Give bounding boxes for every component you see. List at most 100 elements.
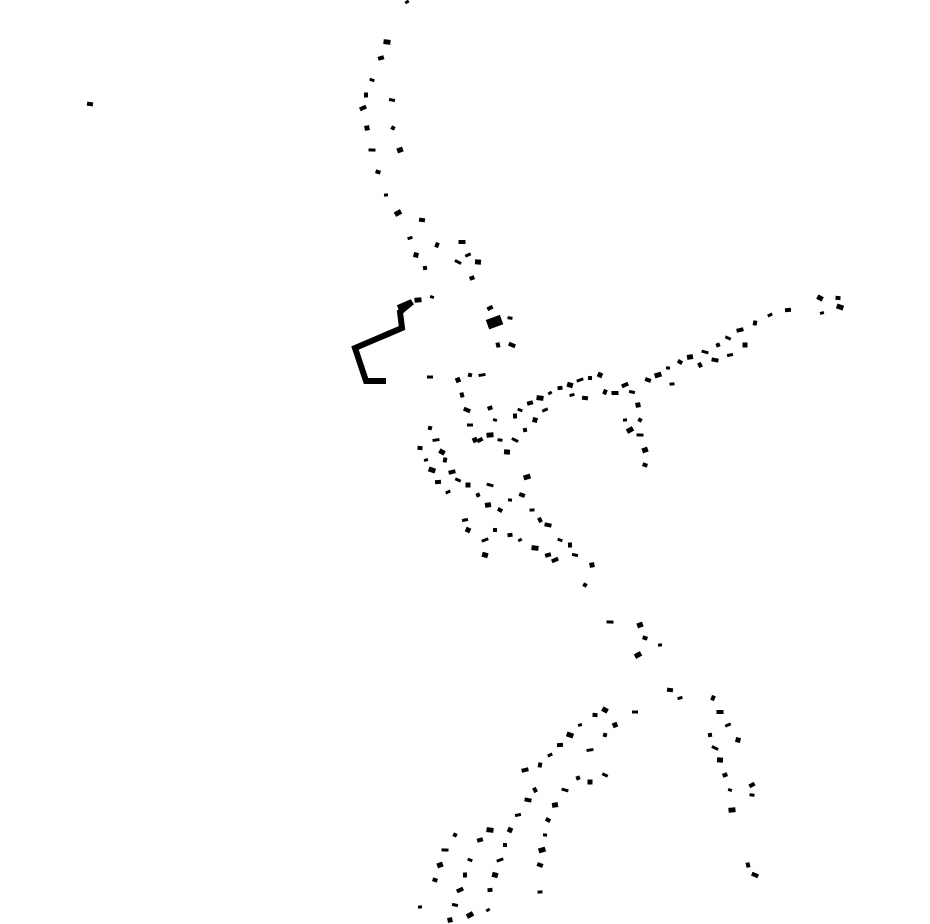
building (586, 747, 594, 753)
building (454, 477, 462, 483)
building (417, 445, 423, 451)
building (625, 426, 635, 434)
building (485, 314, 504, 330)
building (724, 335, 732, 341)
building (465, 911, 475, 919)
building (495, 342, 501, 348)
building (711, 745, 719, 751)
building (532, 786, 538, 794)
building (486, 405, 494, 411)
building (665, 366, 671, 370)
building (666, 687, 674, 693)
building (547, 752, 553, 758)
building (582, 582, 588, 588)
building (748, 781, 756, 789)
building (636, 621, 644, 629)
building (835, 295, 841, 301)
building (418, 217, 426, 223)
building (711, 357, 719, 363)
building (487, 887, 493, 893)
building (686, 354, 694, 360)
building (427, 425, 433, 431)
building (566, 381, 574, 389)
building (544, 522, 552, 528)
building (557, 385, 563, 391)
building (481, 537, 489, 543)
building (390, 125, 396, 131)
building (407, 235, 413, 241)
building (742, 342, 748, 348)
building (576, 377, 584, 383)
building (633, 651, 643, 659)
building (423, 457, 429, 463)
building (522, 473, 532, 481)
building (393, 209, 403, 217)
building (86, 101, 94, 107)
building (635, 402, 641, 408)
building (536, 395, 544, 401)
building (452, 832, 458, 838)
building (476, 436, 484, 444)
buildings-layer (86, 0, 845, 923)
building (697, 361, 703, 369)
building (642, 635, 648, 641)
building (475, 492, 481, 498)
building (474, 259, 482, 265)
building (441, 848, 449, 852)
building (641, 446, 649, 454)
building (517, 537, 523, 543)
building (471, 436, 479, 444)
building (429, 294, 435, 300)
building (514, 812, 522, 818)
building (592, 712, 598, 718)
building (486, 482, 494, 488)
building (524, 797, 532, 803)
building (601, 772, 609, 778)
building (602, 388, 608, 396)
building (436, 861, 444, 869)
building (544, 552, 552, 558)
building (486, 827, 494, 833)
building (388, 97, 396, 103)
building (484, 502, 492, 508)
building (467, 857, 473, 863)
building (575, 775, 581, 781)
building (503, 449, 511, 455)
building (587, 779, 593, 785)
building (467, 423, 473, 427)
building (642, 462, 648, 468)
building (445, 489, 451, 495)
building (636, 433, 644, 437)
building (620, 381, 630, 389)
building (461, 517, 469, 523)
building (464, 252, 472, 258)
building (522, 427, 528, 433)
building (507, 316, 513, 320)
building (451, 902, 459, 908)
building (749, 793, 755, 797)
building (492, 417, 498, 423)
building (541, 407, 549, 413)
building (383, 193, 389, 197)
building (606, 620, 614, 624)
building (644, 377, 652, 383)
building (622, 418, 628, 422)
building (417, 905, 423, 909)
building (715, 342, 721, 348)
building (496, 507, 504, 513)
building (468, 275, 476, 281)
building (537, 762, 543, 768)
building (481, 551, 489, 559)
building (735, 737, 741, 743)
building (375, 169, 381, 175)
building (517, 407, 523, 413)
building (422, 265, 428, 271)
building (611, 721, 619, 729)
building (432, 437, 440, 443)
building (497, 438, 503, 442)
building (383, 39, 391, 45)
building (653, 371, 663, 379)
building (491, 871, 499, 879)
building (476, 837, 484, 843)
